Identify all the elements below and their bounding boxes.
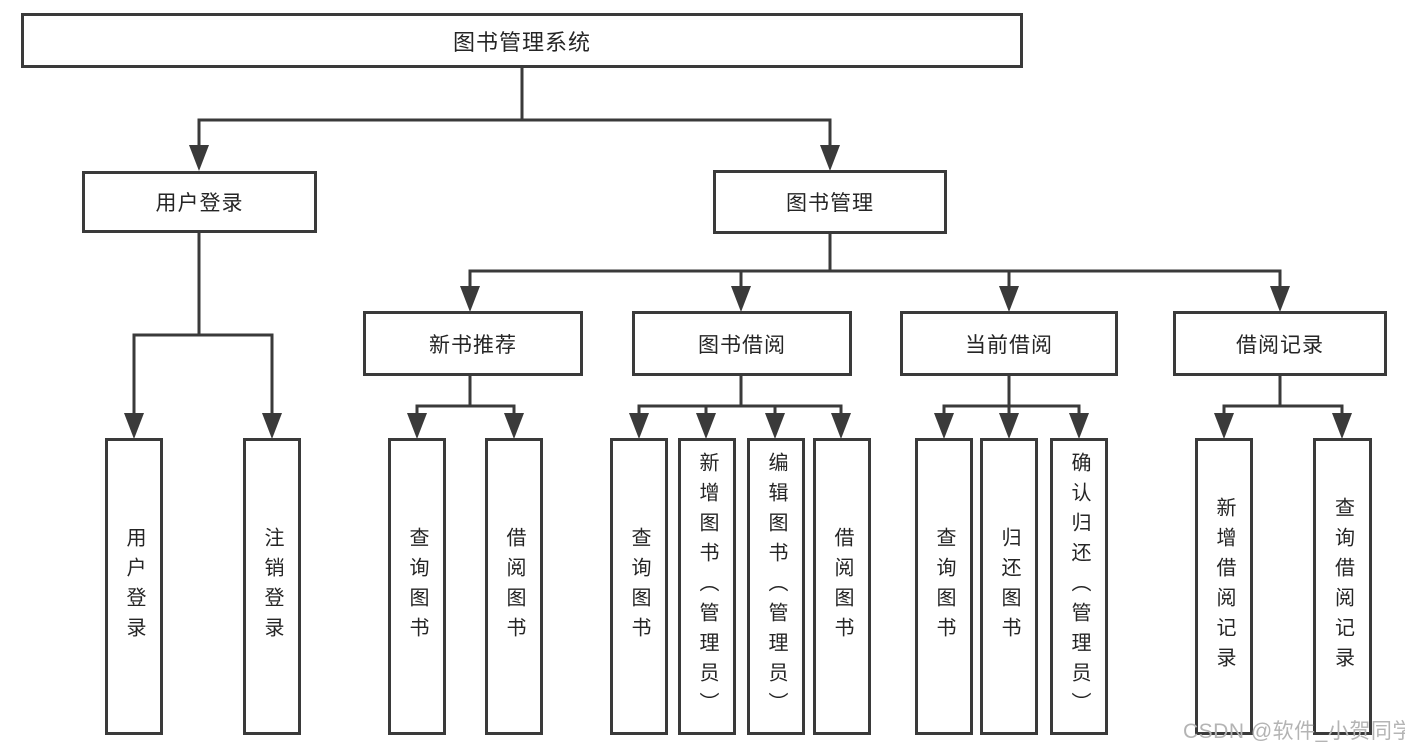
connector-bookmgmt-to-level3 [460,232,1290,312]
leaf-query-borrow-record: 查询借阅记录 [1313,438,1372,735]
leaf-add-borrow-record: 新增借阅记录 [1195,438,1253,735]
node-root-label: 图书管理系统 [452,29,591,55]
leaf-logout: 注销登录 [243,438,301,735]
leaf-return-book: 归还图书 [980,438,1038,735]
node-current-borrow-label: 当前借阅 [965,333,1053,357]
connector-bookborrow-to-leaves [629,374,851,439]
node-user-login-label: 用户登录 [155,192,244,215]
node-borrow-records: 借阅记录 [1173,311,1387,376]
leaf-user-login: 用户登录 [105,438,163,735]
node-user-login: 用户登录 [82,171,317,233]
connector-newbooks-to-leaves [407,374,524,439]
leaf-query-books-borrow: 查询图书 [610,438,668,735]
node-borrow-records-label: 借阅记录 [1236,333,1324,357]
node-root: 图书管理系统 [21,13,1023,68]
connector-currentborrow-to-leaves [934,374,1089,439]
node-new-books-label: 新书推荐 [429,333,517,357]
connector-userlogin-to-leaves [124,231,282,439]
leaf-borrow-books-borrow: 借阅图书 [813,438,871,735]
node-book-borrow-label: 图书借阅 [698,333,786,357]
node-book-borrow: 图书借阅 [632,311,852,376]
node-book-mgmt: 图书管理 [713,170,947,234]
leaf-edit-book-admin: 编辑图书（管理员） [747,438,805,735]
node-current-borrow: 当前借阅 [900,311,1118,376]
node-new-books: 新书推荐 [363,311,583,376]
leaf-add-book-admin: 新增图书（管理员） [678,438,736,735]
node-book-mgmt-label: 图书管理 [786,192,874,215]
leaf-confirm-return-admin: 确认归还（管理员） [1050,438,1108,735]
watermark: CSDN @软件_小贺同学 [1183,720,1405,743]
leaf-borrow-books-newbooks: 借阅图书 [485,438,543,735]
connector-root-to-level2 [189,66,840,171]
leaf-query-books-current: 查询图书 [915,438,973,735]
leaf-query-books-newbooks: 查询图书 [388,438,446,735]
connector-borrowrecords-to-leaves [1214,374,1352,439]
